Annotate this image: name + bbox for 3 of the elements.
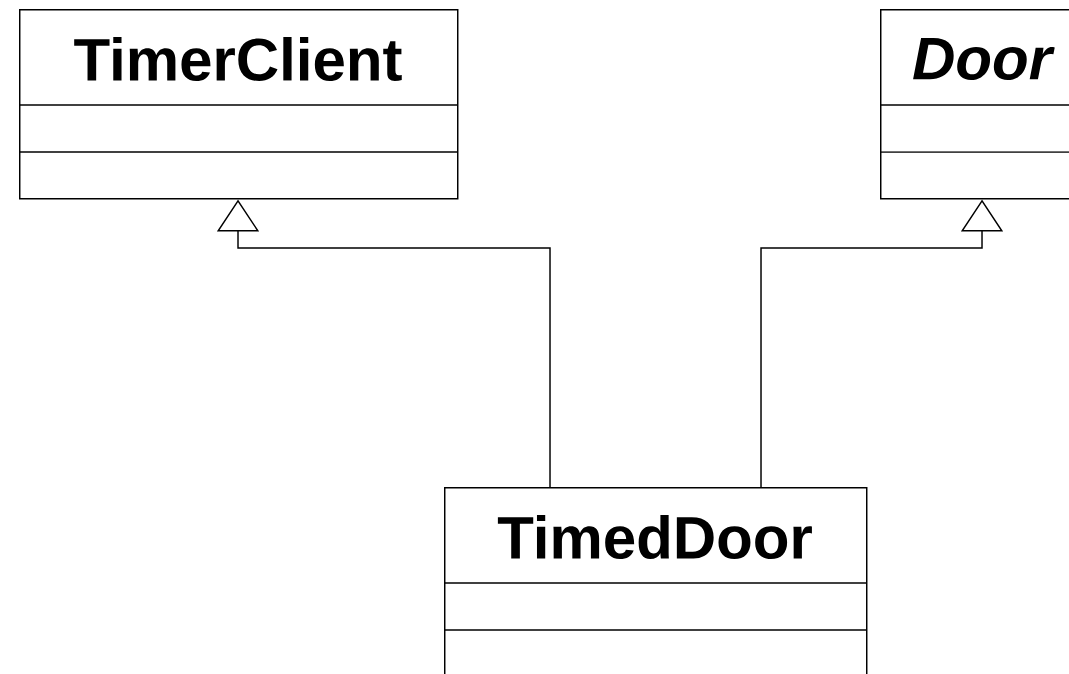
- class-box: TimerClient: [18, 9, 459, 200]
- class-box: TimedDoor: [443, 487, 868, 674]
- class-box: Door: [879, 9, 1069, 200]
